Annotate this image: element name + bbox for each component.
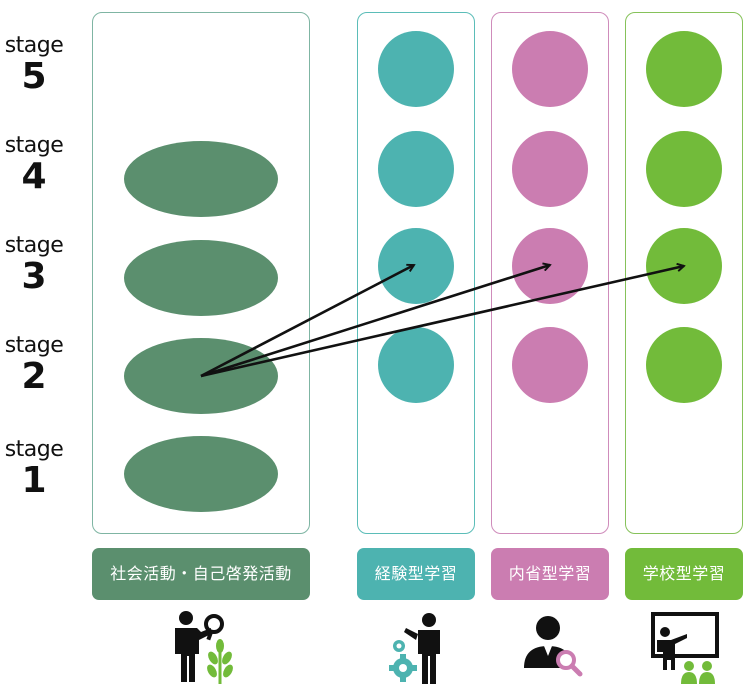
social-activity-ellipses xyxy=(123,140,278,512)
stage-word: stage xyxy=(4,333,64,358)
panel-social-activity xyxy=(92,12,310,534)
tag-experiential: 経験型学習 xyxy=(357,548,475,600)
ellipse-stage-3 xyxy=(123,239,278,316)
circle-stage-5 xyxy=(377,30,454,107)
stage-number: 3 xyxy=(21,256,47,297)
tag-reflective: 内省型学習 xyxy=(491,548,609,600)
stage-word: stage xyxy=(4,33,64,58)
ellipse-stage-4 xyxy=(123,140,278,217)
circle-stage-4 xyxy=(377,130,454,207)
arrow-to-reflective xyxy=(200,265,550,378)
circle-stage-4 xyxy=(511,130,588,207)
stage-number: 5 xyxy=(21,56,47,97)
arrow-to-school xyxy=(200,266,684,378)
person-magnifier-plant-icon xyxy=(175,611,233,684)
reflective-circles xyxy=(511,30,588,403)
circle-stage-5 xyxy=(511,30,588,107)
circle-stage-4 xyxy=(645,130,722,207)
stage-word: stage xyxy=(4,233,64,258)
ellipse-stage-1 xyxy=(123,435,278,512)
circle-stage-2 xyxy=(377,326,454,403)
teacher-board-icon xyxy=(651,612,719,684)
experiential-circles xyxy=(377,30,454,403)
stage-number: 4 xyxy=(21,156,47,197)
school-circles xyxy=(645,30,722,403)
stage-label-4: stage 4 xyxy=(0,134,68,196)
panel-experiential xyxy=(357,12,475,534)
stage-word: stage xyxy=(4,133,64,158)
tag-social-activity: 社会活動・自己啓発活動 xyxy=(92,548,310,600)
stage-number: 2 xyxy=(21,356,47,397)
stage-label-2: stage 2 xyxy=(0,334,68,396)
circle-stage-5 xyxy=(645,30,722,107)
stage-label-1: stage 1 xyxy=(0,438,68,500)
circle-stage-2 xyxy=(645,326,722,403)
person-gears-icon xyxy=(389,613,440,684)
stage-word: stage xyxy=(4,437,64,462)
panel-school xyxy=(625,12,743,534)
stage-label-3: stage 3 xyxy=(0,234,68,296)
circle-stage-2 xyxy=(511,326,588,403)
stage-label-5: stage 5 xyxy=(0,34,68,96)
person-search-icon xyxy=(524,616,583,677)
panel-reflective xyxy=(491,12,609,534)
stage-number: 1 xyxy=(21,460,47,501)
arrow-to-experiential xyxy=(200,265,414,378)
tag-school: 学校型学習 xyxy=(625,548,743,600)
